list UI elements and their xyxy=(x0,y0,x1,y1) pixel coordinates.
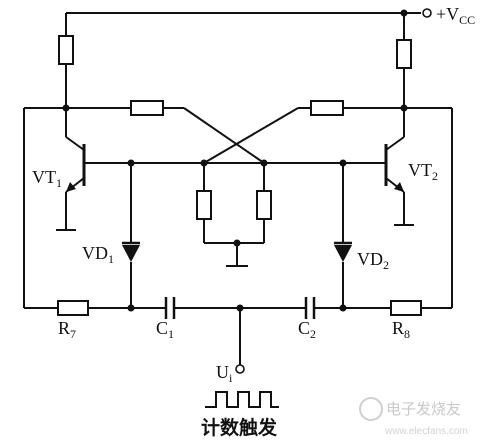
vt2-label: VT2 xyxy=(408,160,438,183)
input-ui xyxy=(205,308,279,408)
right-collector-resistor xyxy=(396,13,412,108)
diode-vd2 xyxy=(334,163,352,308)
vt1-label: VT1 xyxy=(32,167,62,190)
watermark-text: 电子发烧友 xyxy=(386,401,461,418)
watermark-url: www.elecfans.com xyxy=(384,426,468,437)
vd1-label: VD1 xyxy=(82,243,114,266)
base-bias-resistors xyxy=(196,163,272,267)
vcc-rail xyxy=(66,8,432,18)
resistor-r7 xyxy=(57,300,89,316)
cross-resistor-left xyxy=(130,100,164,116)
base-wiring xyxy=(127,159,347,167)
diode-vd1 xyxy=(122,163,140,308)
transistor-vt1 xyxy=(56,108,131,231)
watermark: 电子发烧友 www.elecfans.com xyxy=(359,397,468,437)
cross-resistor-right xyxy=(310,100,344,116)
collector-wiring xyxy=(24,100,408,164)
input-terminal xyxy=(235,364,245,374)
pulse-train-icon xyxy=(205,391,279,408)
watermark-logo-icon xyxy=(359,397,383,421)
transistor-vt2 xyxy=(343,108,414,226)
c2-label: C2 xyxy=(298,318,316,341)
r7-label: R7 xyxy=(58,318,76,341)
r8-label: R8 xyxy=(392,318,410,341)
vcc-terminal xyxy=(422,8,432,18)
left-collector-resistor xyxy=(58,13,74,108)
ui-label: Ui xyxy=(216,362,233,385)
vcc-label: +VCC xyxy=(436,4,475,27)
caption: 计数触发 xyxy=(201,416,278,439)
resistor-r8 xyxy=(390,300,422,316)
bottom-rail xyxy=(23,107,453,319)
vd2-label: VD2 xyxy=(357,249,389,272)
c1-label: C1 xyxy=(156,318,174,341)
